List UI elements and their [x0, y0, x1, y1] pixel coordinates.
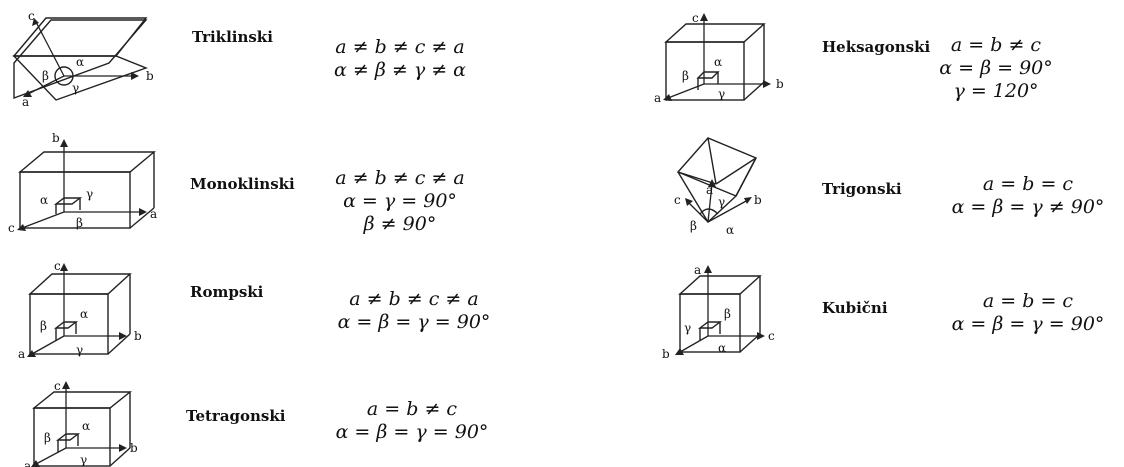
system-name-trigonal: Trigonski — [822, 180, 902, 198]
axis-label-b: b — [146, 69, 154, 83]
system-name-cubic: Kubični — [822, 299, 888, 317]
equation-line: α = β = γ = 90° — [337, 311, 491, 333]
equation-line: α = β = γ = 90° — [335, 421, 489, 443]
angle-label-alpha: α — [718, 341, 726, 355]
equation-line: α = β = γ ≠ 90° — [951, 196, 1105, 218]
equations-hexagonal: a = b ≠ c α = β = 90° γ = 120° — [926, 34, 1066, 103]
angle-label-beta: β — [690, 219, 697, 233]
equation-line: β ≠ 90° — [363, 213, 437, 235]
trigonal-cell-diagram: a c b α β γ — [674, 137, 762, 237]
equation-line: α = β = 90° — [939, 57, 1053, 79]
equation-line: γ = 120° — [953, 80, 1039, 102]
equation-line: a = b ≠ c — [950, 34, 1042, 56]
equations-monoclinic: a ≠ b ≠ c ≠ a α = γ = 90° β ≠ 90° — [300, 167, 500, 236]
angle-label-gamma: γ — [86, 187, 93, 201]
angle-label-gamma: γ — [80, 453, 87, 467]
axis-label-c: c — [692, 11, 699, 25]
angle-label-beta: β — [682, 69, 689, 83]
axis-label-b: b — [754, 193, 762, 207]
angle-label-gamma: γ — [72, 81, 79, 95]
axis-label-a: a — [150, 207, 157, 221]
cubic-cell-diagram: a c b β γ α — [662, 263, 775, 361]
system-name-hexagonal: Heksagonski — [822, 38, 931, 56]
angle-label-gamma: γ — [718, 195, 725, 209]
angle-label-gamma: γ — [684, 321, 691, 335]
angle-label-beta: β — [76, 216, 83, 230]
system-name-monoclinic: Monoklinski — [190, 175, 295, 193]
axis-label-a: a — [18, 347, 25, 361]
tetragonal-cell-diagram: c b a α β γ — [24, 379, 138, 467]
system-name-triclinic: Triklinski — [192, 28, 273, 46]
angle-label-beta: β — [724, 307, 731, 321]
axis-label-a: a — [22, 95, 29, 109]
axis-label-c: c — [54, 379, 61, 393]
axis-label-b: b — [52, 131, 60, 145]
equations-triclinic: a ≠ b ≠ c ≠ a α ≠ β ≠ γ ≠ α — [300, 36, 500, 82]
equations-orthorhombic: a ≠ b ≠ c ≠ a α = β = γ = 90° — [314, 288, 514, 334]
hexagonal-cell-diagram: c b a α β γ — [654, 11, 784, 105]
equation-line: a ≠ b ≠ c ≠ a — [335, 36, 465, 58]
axis-label-c: c — [28, 9, 35, 23]
equations-cubic: a = b = c α = β = γ = 90° — [948, 290, 1108, 336]
axis-label-a: a — [24, 459, 31, 467]
angle-label-alpha: α — [714, 55, 722, 69]
angle-label-gamma: γ — [718, 87, 725, 101]
equation-line: a = b = c — [982, 290, 1074, 312]
axis-label-c: c — [54, 259, 61, 273]
equation-line: α = γ = 90° — [343, 190, 457, 212]
equation-line: a = b = c — [982, 173, 1074, 195]
equation-line: a ≠ b ≠ c ≠ a — [349, 288, 479, 310]
monoclinic-cell-diagram: b a c α β γ — [8, 131, 157, 235]
axis-label-a: a — [706, 183, 713, 197]
axis-label-b: b — [662, 347, 670, 361]
angle-label-gamma: γ — [76, 343, 83, 357]
axis-label-a: a — [654, 91, 661, 105]
orthorhombic-cell-diagram: c b a α β γ — [18, 259, 142, 361]
angle-label-alpha: α — [40, 193, 48, 207]
angle-label-alpha: α — [80, 307, 88, 321]
equations-tetragonal: a = b ≠ c α = β = γ = 90° — [312, 398, 512, 444]
axis-label-c: c — [674, 193, 681, 207]
axis-label-b: b — [134, 329, 142, 343]
axis-label-c: c — [8, 221, 15, 235]
axis-label-c: c — [768, 329, 775, 343]
equation-line: a = b ≠ c — [366, 398, 458, 420]
angle-label-beta: β — [44, 431, 51, 445]
equation-line: a ≠ b ≠ c ≠ a — [335, 167, 465, 189]
equation-line: α ≠ β ≠ γ ≠ α — [334, 59, 466, 81]
axis-label-b: b — [130, 441, 138, 455]
equations-trigonal: a = b = c α = β = γ ≠ 90° — [948, 173, 1108, 219]
axis-label-b: b — [776, 77, 784, 91]
system-name-tetragonal: Tetragonski — [186, 407, 286, 425]
equation-line: α = β = γ = 90° — [951, 313, 1105, 335]
system-name-orthorhombic: Rompski — [190, 283, 264, 301]
angle-label-beta: β — [40, 319, 47, 333]
axis-label-a: a — [694, 263, 701, 277]
angle-label-beta: β — [42, 69, 49, 83]
angle-label-alpha: α — [76, 55, 84, 69]
angle-label-alpha: α — [82, 419, 90, 433]
angle-label-alpha: α — [726, 223, 734, 237]
triclinic-cell-diagram: c b a α β γ — [12, 9, 154, 109]
